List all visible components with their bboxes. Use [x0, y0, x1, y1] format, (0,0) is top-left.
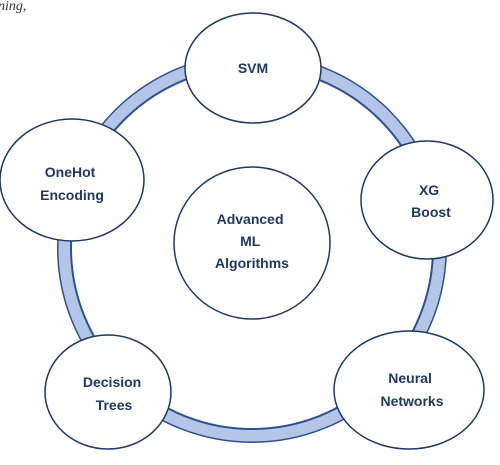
center-node: Advanced ML Algorithms: [173, 166, 331, 320]
caption-fragment: ning,: [0, 0, 26, 14]
center-label-line: Advanced: [217, 211, 284, 227]
node-label-line: XG: [419, 182, 439, 198]
node-onehot-encoding: OneHot Encoding: [0, 118, 145, 242]
node-svm: SVM: [184, 12, 322, 124]
node-label-line: Boost: [411, 204, 451, 220]
center-label-line: ML: [240, 233, 261, 249]
node-svm-label: SVM: [238, 60, 268, 76]
node-label-line: SVM: [238, 60, 268, 76]
node-xgboost-label: XG Boost: [411, 182, 451, 220]
center-label: Advanced ML Algorithms: [215, 211, 289, 271]
node-label-line: Trees: [96, 397, 133, 413]
node-onehot-encoding-label: OneHot Encoding: [40, 164, 104, 203]
node-neural-networks-label: Neural Networks: [380, 370, 443, 409]
node-decision-trees-label: Decision Trees: [83, 374, 145, 413]
node-label-line: OneHot: [45, 164, 96, 180]
node-label-line: Decision: [83, 374, 141, 390]
node-label-line: Networks: [380, 393, 443, 409]
node-xgboost: XG Boost: [360, 140, 494, 260]
center-label-line: Algorithms: [215, 255, 289, 271]
node-neural-networks: Neural Networks: [333, 330, 485, 450]
node-decision-trees: Decision Trees: [44, 334, 172, 450]
node-label-line: Neural: [388, 370, 432, 386]
node-label-line: Encoding: [40, 187, 104, 203]
